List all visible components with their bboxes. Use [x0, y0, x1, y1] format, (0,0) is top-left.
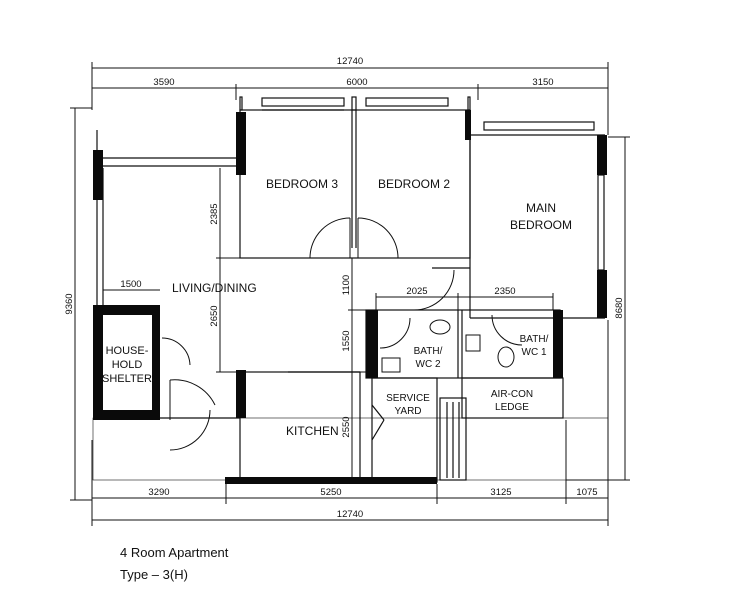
label-bedroom3: BEDROOM 3	[266, 177, 338, 191]
fixtures	[381, 319, 515, 373]
label-aircon-ledge: AIR-CON	[491, 389, 533, 400]
label-bath1: BATH/	[520, 334, 549, 345]
dim-2385: 2385	[209, 203, 220, 224]
label-bath2: BATH/	[414, 346, 443, 357]
label-shelter: HOUSE-	[106, 345, 149, 357]
label-main-bedroom-2: BEDROOM	[510, 218, 572, 232]
sink-icon	[465, 334, 481, 352]
dim-2025: 2025	[406, 286, 427, 297]
dim-top-b: 6000	[346, 77, 367, 88]
caption-title: 4 Room Apartment	[120, 545, 229, 560]
doors	[161, 217, 523, 451]
dim-right-total: 8680	[614, 297, 625, 318]
toilet-icon	[497, 346, 515, 368]
label-living-dining: LIVING/DINING	[172, 281, 257, 295]
dim-top-total: 12740	[337, 56, 363, 67]
dim-top-a: 3590	[153, 77, 174, 88]
dim-left-total: 9360	[64, 293, 75, 314]
dim-2650: 2650	[209, 305, 220, 326]
dim-1550: 1550	[341, 330, 352, 351]
dim-bottom-d: 1075	[576, 487, 597, 498]
dim-bottom-b: 5250	[320, 487, 341, 498]
dim-1500: 1500	[120, 279, 141, 290]
label-kitchen: KITCHEN	[286, 424, 339, 438]
structural-walls	[93, 110, 607, 484]
label-service-yard-2: YARD	[394, 406, 421, 417]
dim-bottom-c: 3125	[490, 487, 511, 498]
dim-2350: 2350	[494, 286, 515, 297]
label-service-yard: SERVICE	[386, 393, 430, 404]
dim-top-c: 3150	[532, 77, 553, 88]
dim-bottom-a: 3290	[148, 487, 169, 498]
dim-2550: 2550	[341, 416, 352, 437]
label-bath2-2: WC 2	[416, 359, 441, 370]
walls	[92, 96, 609, 483]
dimension-labels: 12740 3590 6000 3150 3290 5250 3125 1075…	[64, 56, 625, 520]
label-main-bedroom: MAIN	[526, 201, 556, 215]
sink-icon	[381, 357, 401, 373]
label-bedroom2: BEDROOM 2	[378, 177, 450, 191]
toilet-icon	[429, 319, 451, 335]
dim-1100: 1100	[341, 275, 352, 295]
room-labels: BEDROOM 3 BEDROOM 2 MAIN BEDROOM LIVING/…	[102, 177, 572, 438]
label-shelter-3: SHELTER	[102, 373, 152, 385]
label-shelter-2: HOLD	[112, 359, 143, 371]
label-aircon-ledge-2: LEDGE	[495, 402, 529, 413]
dim-bottom-total: 12740	[337, 509, 363, 520]
label-bath1-2: WC 1	[522, 347, 547, 358]
caption-type: Type – 3(H)	[120, 567, 188, 582]
